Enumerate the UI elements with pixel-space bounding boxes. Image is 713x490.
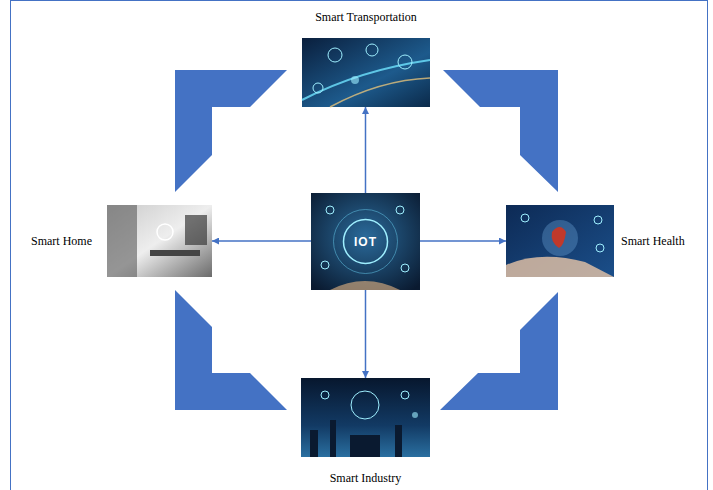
chevron-shape (440, 292, 558, 410)
domain-image-box: Smart Home (107, 205, 212, 277)
domain-label: Smart Home (31, 234, 92, 248)
domain-image-box: Smart Industry (301, 378, 430, 457)
iot-photo (311, 193, 420, 290)
health-photo (506, 205, 614, 277)
transport-photo (302, 38, 430, 107)
domain-label: Smart Transportation (315, 10, 417, 24)
hub-image-box: IOT (311, 193, 420, 290)
arrow-connector (365, 290, 367, 378)
arrow-connector (420, 240, 506, 242)
arrow-connector (365, 107, 367, 193)
chevron-shape (443, 70, 558, 192)
industry-photo (301, 378, 430, 457)
chevron-shape (175, 70, 287, 192)
domain-image-box: Smart Transportation (302, 38, 430, 107)
arrow-connector (212, 240, 311, 242)
domain-label: Smart Health (621, 234, 685, 248)
hub-label: IOT (354, 235, 377, 249)
home-photo (107, 205, 212, 277)
domain-image-box: Smart Health (506, 205, 614, 277)
chevron-shape (175, 290, 287, 410)
domain-label: Smart Industry (330, 471, 402, 485)
page-border (11, 1, 708, 490)
